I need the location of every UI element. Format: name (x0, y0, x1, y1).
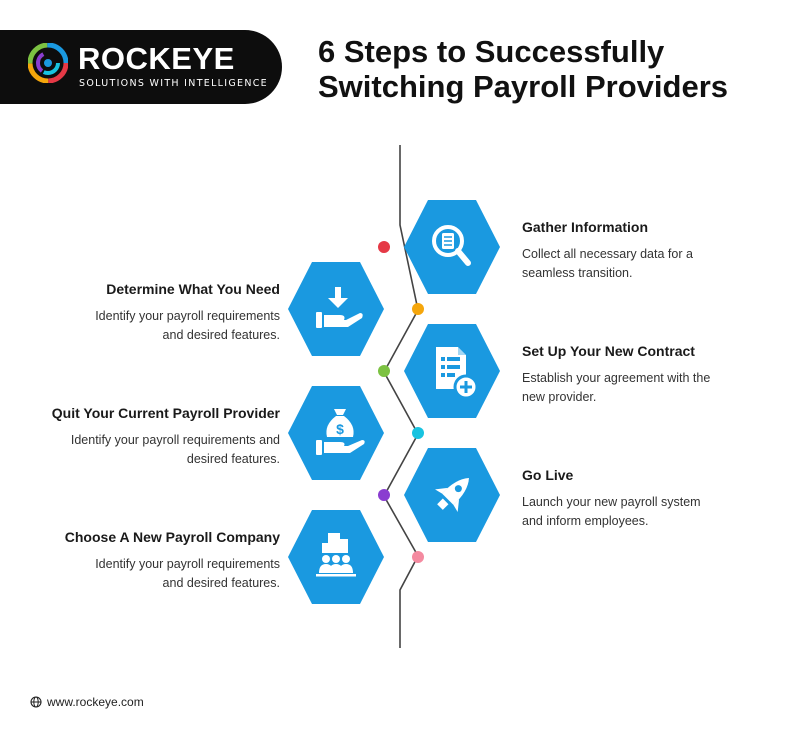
step-heading: Choose A New Payroll Company (64, 529, 280, 545)
step-heading: Quit Your Current Payroll Provider (51, 405, 280, 421)
website-link[interactable]: www.rockeye.com (47, 695, 144, 709)
contract-add-icon (436, 347, 479, 400)
step-description-line: and desired features. (162, 328, 280, 342)
hexagon-step-2 (288, 262, 384, 356)
brand-logo: ROCKEYE SOLUTIONS WITH INTELLIGENCE (0, 30, 282, 104)
timeline-dot-1 (378, 241, 390, 253)
step-heading: Gather Information (522, 219, 649, 235)
step-description: Identify your payroll requirements and d… (52, 431, 280, 469)
hexagon-step-5 (404, 448, 500, 542)
timeline-dot-6 (412, 551, 424, 563)
step-6: Choose A New Payroll Company Identify yo… (65, 528, 280, 593)
timeline-path (383, 145, 419, 648)
step-description: Identify your payroll requirements and d… (65, 555, 280, 593)
logo-swirl-icon (28, 43, 68, 83)
step-description-line: and desired features. (162, 576, 280, 590)
step-2: Determine What You Need Identify your pa… (95, 280, 280, 345)
hexagon-step-1 (404, 200, 500, 294)
step-heading: Set Up Your New Contract (522, 343, 695, 359)
timeline-dot-4 (412, 427, 424, 439)
step-description: Collect all necessary data for a seamles… (522, 245, 693, 283)
step-description-line: new provider. (522, 390, 597, 404)
step-heading: Go Live (522, 467, 574, 483)
hexagon-step-3 (404, 324, 500, 418)
hexagon-step-4: $ (288, 386, 384, 480)
download-hand-icon (316, 287, 363, 328)
svg-text:$: $ (336, 421, 344, 437)
search-document-icon (432, 225, 471, 266)
page-title: 6 Steps to Successfully Switching Payrol… (318, 34, 728, 104)
title-line-1: 6 Steps to Successfully (318, 34, 665, 69)
title-line-2: Switching Payroll Providers (318, 69, 729, 104)
timeline-dot-2 (412, 303, 424, 315)
footer: www.rockeye.com (30, 695, 144, 709)
step-3: Set Up Your New Contract Establish your … (522, 342, 710, 407)
step-5: Go Live Launch your new payroll system a… (522, 466, 701, 531)
timeline-dot-5 (378, 489, 390, 501)
step-description: Identify your payroll requirements and d… (95, 307, 280, 345)
step-description-line: Identify your payroll requirements (95, 309, 280, 323)
money-bag-hand-icon: $ (316, 409, 365, 455)
brand-name: ROCKEYE (78, 41, 235, 76)
step-description-line: Identify your payroll requirements and (70, 433, 280, 447)
step-1: Gather Information Collect all necessary… (522, 218, 693, 283)
company-people-icon (316, 533, 356, 577)
step-description-line: Identify your payroll requirements (95, 557, 280, 571)
step-description-line: Establish your agreement with the (522, 371, 711, 385)
step-heading: Determine What You Need (106, 281, 280, 297)
timeline-dot-3 (378, 365, 390, 377)
brand-tagline: SOLUTIONS WITH INTELLIGENCE (79, 78, 268, 89)
globe-icon (30, 696, 42, 708)
hexagon-step-6 (288, 510, 384, 604)
step-description-line: seamless transition. (522, 266, 633, 280)
step-description-line: and inform employees. (522, 514, 649, 528)
step-description: Establish your agreement with the new pr… (522, 369, 710, 407)
step-description: Launch your new payroll system and infor… (522, 493, 701, 531)
step-4: Quit Your Current Payroll Provider Ident… (52, 404, 280, 469)
step-description-line: Collect all necessary data for a (522, 247, 693, 261)
step-description-line: desired features. (186, 452, 280, 466)
step-description-line: Launch your new payroll system (522, 495, 701, 509)
